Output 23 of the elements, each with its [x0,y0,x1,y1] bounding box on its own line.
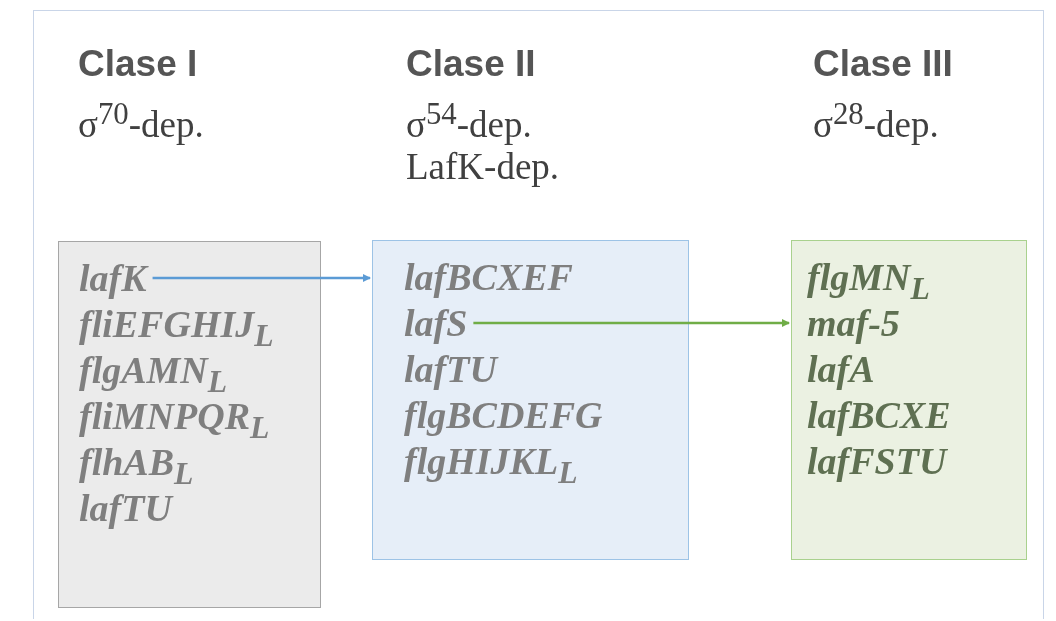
gene-name: lafS [404,301,468,345]
gene-name: lafK [79,256,147,300]
gene-name: lafBCXEF [404,255,573,299]
dependency-label: σ$^{70}$-dep. [78,96,204,148]
dependency-label: LafK-dep. [406,145,560,189]
class-heading: Clase II [406,42,536,86]
dependency-label: σ$^{54}$-dep. [406,96,532,148]
gene-name: flgHIJKL$_{L}$ [404,439,578,495]
arrow [473,319,790,327]
gene-name: lafA [807,347,875,391]
class-heading: Clase III [813,42,953,86]
gene-class-box [791,240,1027,560]
gene-class-box [372,240,689,560]
gene-name: lafFSTU [807,439,947,483]
gene-class-box [58,241,321,608]
arrow [152,274,371,282]
gene-name: maf-5 [807,301,900,345]
gene-name: lafTU [404,347,497,391]
dependency-label: σ$^{28}$-dep. [813,96,939,148]
gene-name: lafTU [79,486,172,530]
class-heading: Clase I [78,42,198,86]
gene-name: flgBCDEFG [404,393,603,437]
gene-name: lafBCXE [807,393,951,437]
